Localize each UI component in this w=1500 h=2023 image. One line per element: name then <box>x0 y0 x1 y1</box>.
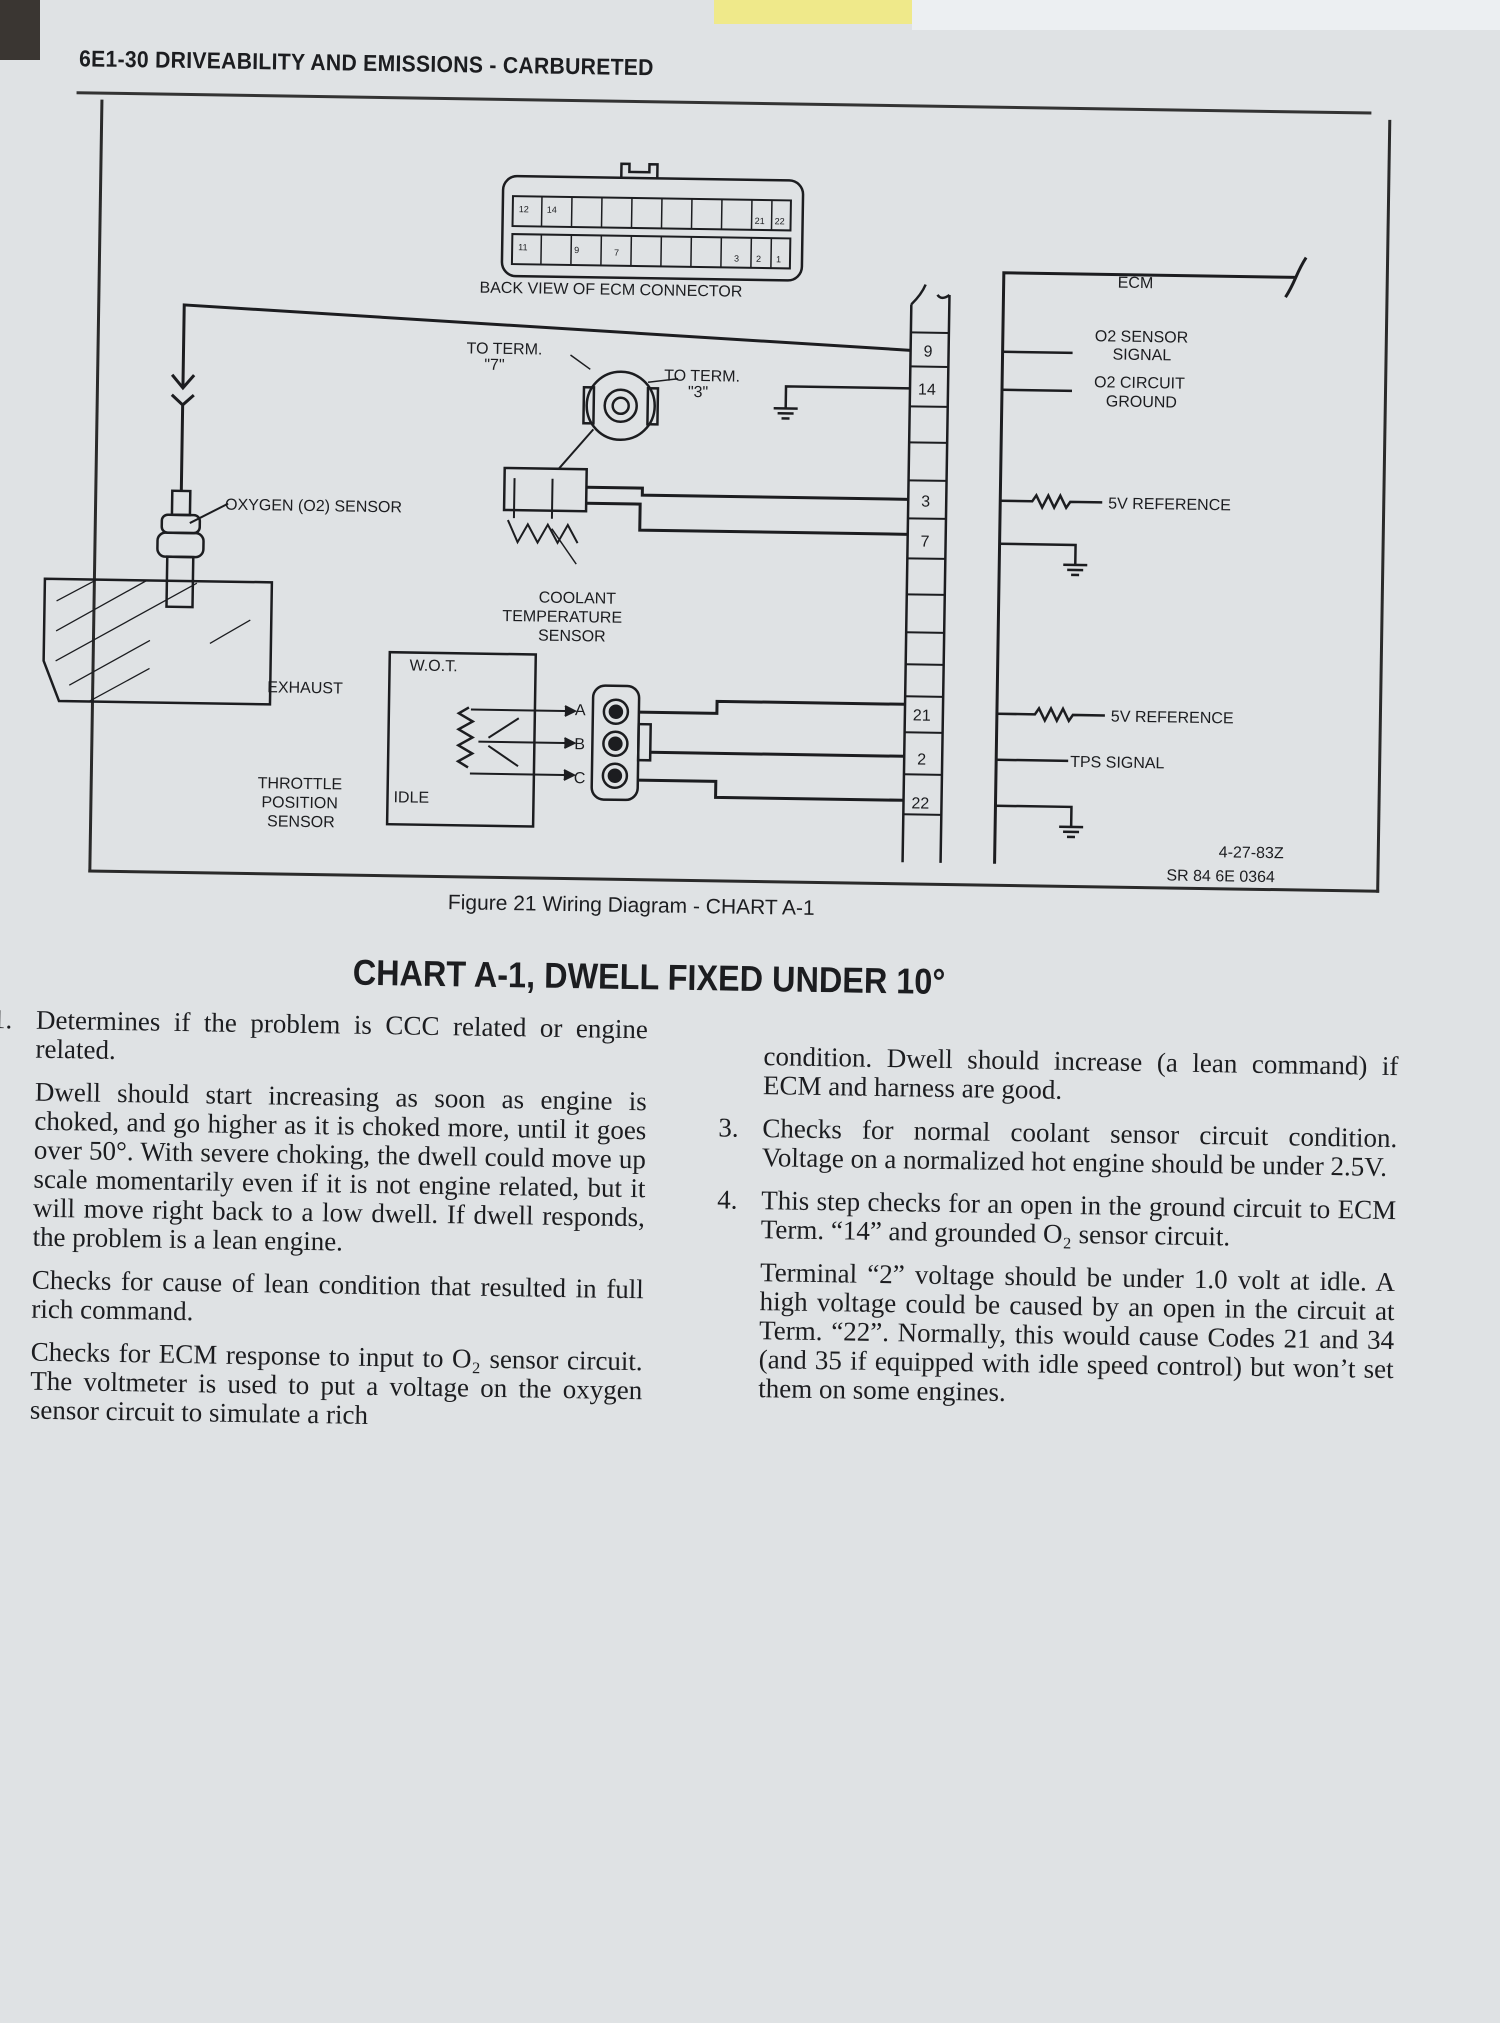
terminal-21: 21 <box>913 707 931 724</box>
figure-caption: Figure 21 Wiring Diagram - CHART A-1 <box>448 891 815 921</box>
step-paragraph: 3.Checks for normal coolant sensor circu… <box>762 1114 1398 1182</box>
terminal-7: 7 <box>920 534 929 551</box>
paragraph-text: Determines if the problem is CCC related… <box>35 1005 648 1065</box>
step-number: 3. <box>718 1113 739 1142</box>
terminal-14: 14 <box>918 381 936 398</box>
terminal-9: 9 <box>923 344 932 361</box>
terminal-2: 2 <box>917 752 926 769</box>
resistor-icon <box>997 708 1105 722</box>
paragraph-text: Checks for cause of lean condition that … <box>31 1265 644 1327</box>
step-paragraph: Checks for ECM response to input to O₂ s… <box>30 1338 643 1435</box>
ground-icon <box>774 386 910 420</box>
date-code: 4-27-83Z <box>1219 844 1284 862</box>
idle-label: IDLE <box>393 789 429 807</box>
pin-label: 11 <box>518 242 527 252</box>
step-paragraph: condition. Dwell should increase (a lean… <box>763 1042 1399 1110</box>
ecm-label: ECM <box>1118 275 1154 293</box>
sr-code: SR 84 6E 0364 <box>1166 867 1275 886</box>
terminal-3: 3 <box>921 494 930 511</box>
o2-ground-label: O2 CIRCUIT <box>1094 374 1185 392</box>
coolant-sensor-connector <box>583 371 658 440</box>
step-paragraph: Dwell should start increasing as soon as… <box>32 1078 647 1262</box>
terminal-strip: 9 14 3 7 21 2 22 <box>903 284 950 863</box>
tps-connector <box>592 685 652 800</box>
ref5v-label-1: 5V REFERENCE <box>1108 495 1231 514</box>
paragraph-text: condition. Dwell should increase (a lean… <box>763 1041 1399 1105</box>
tps-label-1: THROTTLE <box>258 775 343 793</box>
to-term-7-value: "7" <box>484 357 505 374</box>
o2-ground-label-2: GROUND <box>1106 393 1177 411</box>
tps-signal-label: TPS SIGNAL <box>1070 754 1165 772</box>
left-column: 1.Determines if the problem is CCC relat… <box>29 1006 648 1449</box>
ground-icon <box>995 806 1083 837</box>
step-paragraph: 1.Determines if the problem is CCC relat… <box>35 1006 648 1074</box>
o2-signal-label: O2 SENSOR <box>1095 328 1189 346</box>
pin-label: 21 <box>755 216 765 226</box>
terminal-22: 22 <box>911 795 929 812</box>
tps-pin-b: B <box>574 736 585 753</box>
chart-title: CHART A-1, DWELL FIXED UNDER 10° <box>352 952 945 1003</box>
wiring-diagram: 12 14 21 22 11 9 7 3 2 1 BACK VIEW OF EC… <box>0 0 1500 923</box>
coolant-label-3: SENSOR <box>538 628 606 646</box>
tps-label-3: SENSOR <box>267 813 335 831</box>
coolant-sensor <box>503 468 586 564</box>
resistor-icon <box>1000 495 1102 509</box>
exhaust-pipe <box>43 579 272 705</box>
pin-label: 3 <box>734 254 739 264</box>
tps-label-2: POSITION <box>261 794 338 812</box>
coolant-label-2: TEMPERATURE <box>502 608 622 627</box>
pin-label: 1 <box>776 254 781 264</box>
to-term-3-label: TO TERM. <box>664 367 740 385</box>
coolant-label-1: COOLANT <box>539 590 617 608</box>
step-paragraph: .Checks for cause of lean condition that… <box>31 1266 644 1334</box>
tps-pin-a: A <box>575 702 586 719</box>
ecm-connector: 12 14 21 22 11 9 7 3 2 1 <box>502 162 804 281</box>
to-term-7-label: TO TERM. <box>466 340 542 358</box>
exhaust-label: EXHAUST <box>267 679 343 697</box>
paragraph-text: This step checks for an open in the grou… <box>761 1185 1397 1251</box>
wot-label: W.O.T. <box>409 658 457 676</box>
to-term-3-value: "3" <box>688 384 709 401</box>
paragraph-text: Checks for normal coolant sensor circuit… <box>762 1113 1398 1182</box>
connector-title: BACK VIEW OF ECM CONNECTOR <box>479 280 742 301</box>
pin-label: 14 <box>547 205 557 215</box>
paragraph-text: Terminal “2” voltage should be under 1.0… <box>758 1257 1395 1407</box>
oxygen-sensor-label: OXYGEN (O2) SENSOR <box>225 497 402 517</box>
step-paragraph: Terminal “2” voltage should be under 1.0… <box>758 1258 1395 1413</box>
o2-signal-label-2: SIGNAL <box>1112 347 1171 365</box>
pin-label: 12 <box>519 204 529 214</box>
ref5v-label-2: 5V REFERENCE <box>1111 709 1234 728</box>
pin-label: 9 <box>574 245 579 255</box>
step-number: 4. <box>717 1185 738 1214</box>
pin-label: 7 <box>614 248 619 258</box>
paragraph-text: Dwell should start increasing as soon as… <box>32 1077 647 1257</box>
step-number: 1. <box>0 1005 12 1034</box>
pin-label: 22 <box>775 216 785 226</box>
paragraph-text: Checks for ECM response to input to O₂ s… <box>30 1337 643 1430</box>
oxygen-sensor <box>156 491 204 608</box>
tps-pin-c: C <box>574 770 586 787</box>
step-paragraph: 4.This step checks for an open in the gr… <box>761 1186 1397 1254</box>
pin-label: 2 <box>756 254 761 264</box>
tps-resistor-icon <box>458 707 473 767</box>
right-column: condition. Dwell should increase (a lean… <box>758 1042 1399 1427</box>
ground-icon <box>999 544 1087 575</box>
